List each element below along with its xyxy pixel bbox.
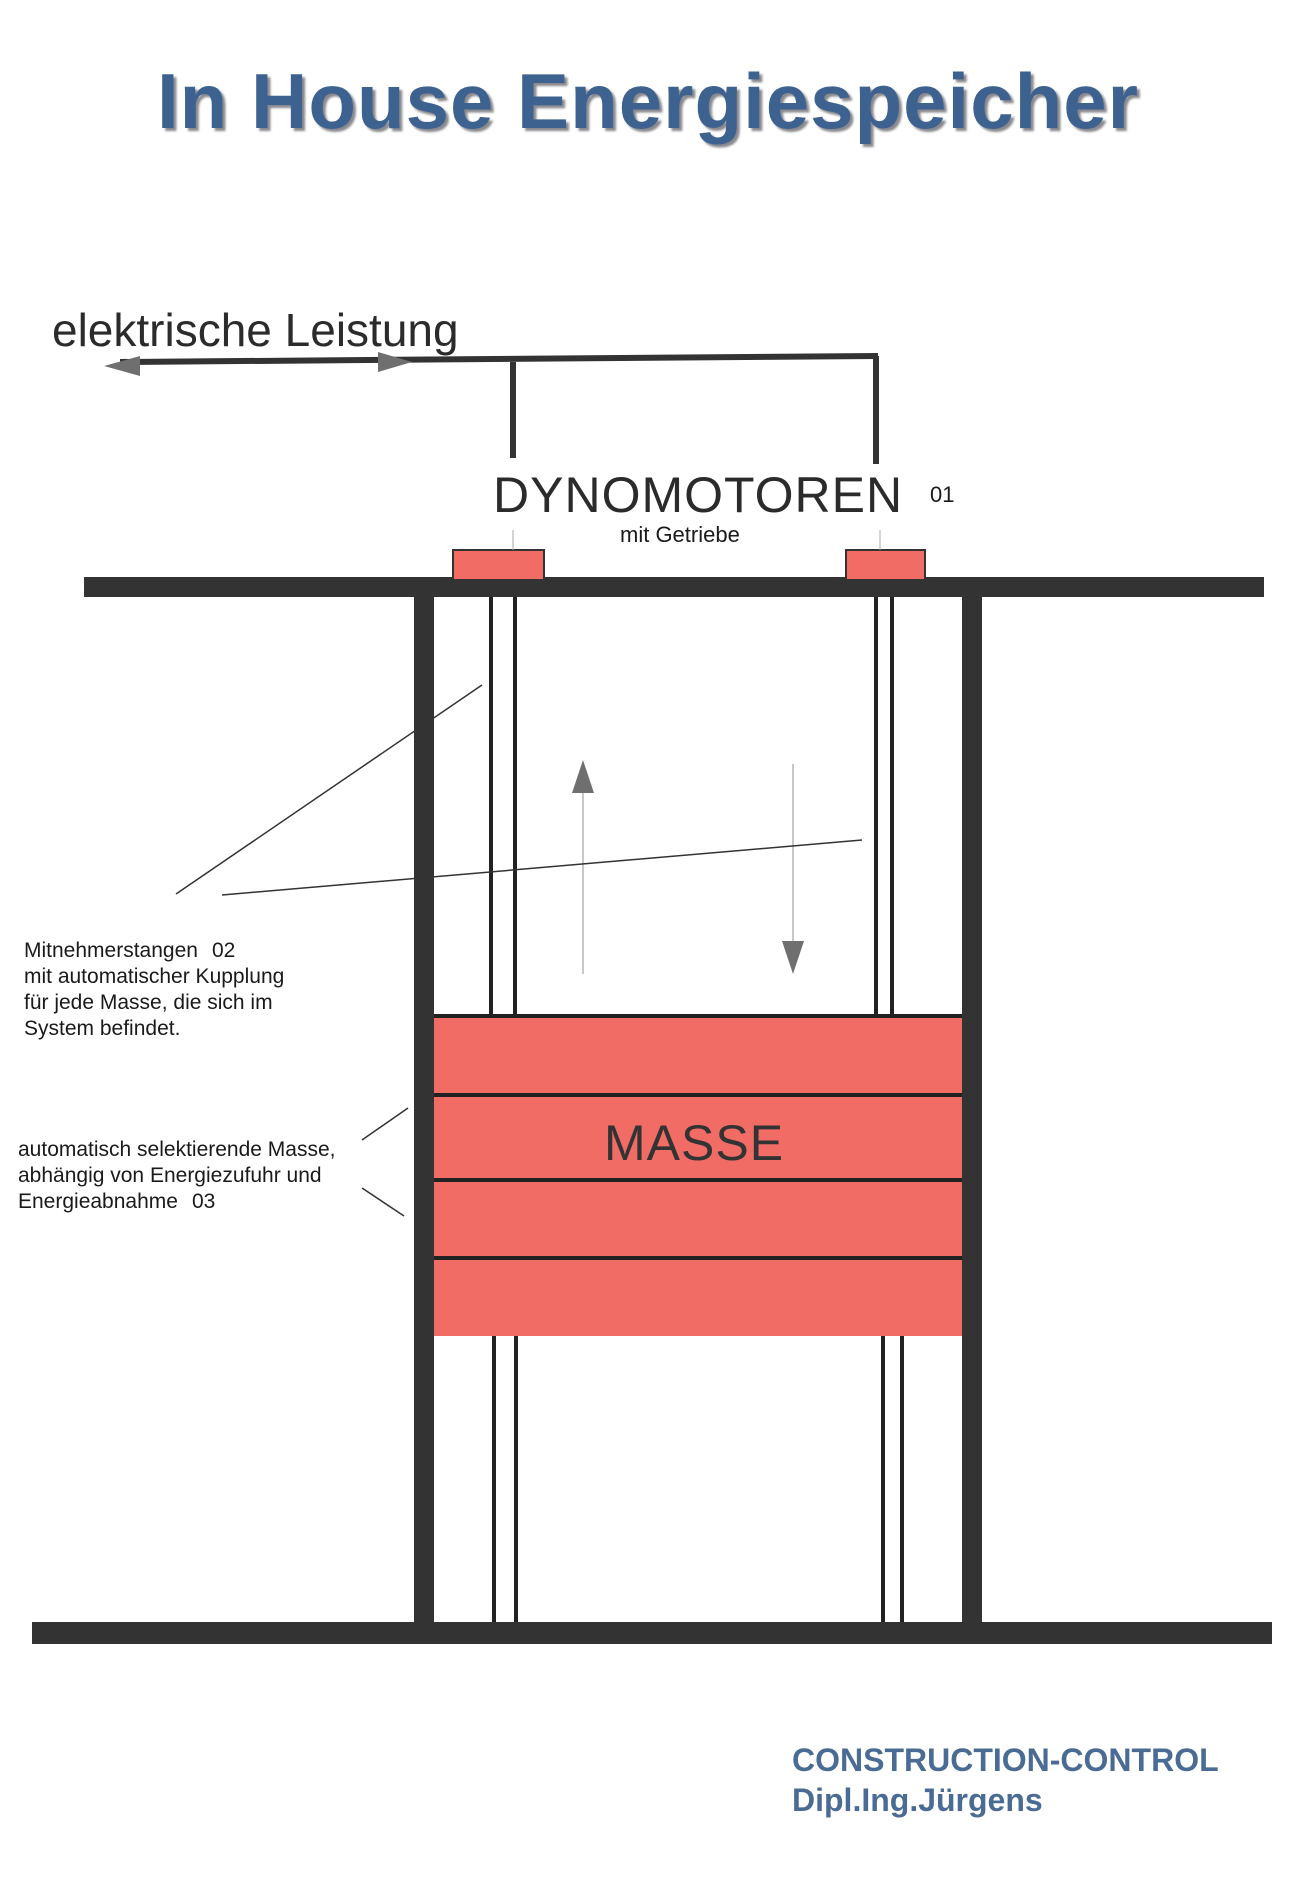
mass-block (434, 1014, 962, 1336)
dyno-number: 01 (930, 482, 955, 507)
mass-note-line: abhängig von Energiezufuhr und (18, 1164, 322, 1187)
page-title: In House Energiespeicher (157, 57, 1139, 145)
arrow-down-icon (782, 764, 804, 974)
bottom-beam (32, 1622, 1272, 1644)
coupling-rods-lower (492, 1336, 904, 1622)
motor-right (845, 549, 926, 581)
mass-note-line: automatisch selektierende Masse, (18, 1138, 336, 1161)
leader-lines (175, 684, 863, 1217)
rods-note-line: Mitnehmerstangen (24, 939, 198, 962)
rods-note-line: mit automatischer Kupplung (24, 965, 285, 988)
rods-note-line: System befindet. (24, 1017, 181, 1040)
footer-author: Dipl.Ing.Jürgens (792, 1782, 1043, 1818)
mass-note: automatisch selektierende Masse, abhängi… (18, 1137, 336, 1215)
coupling-rods-upper (489, 597, 894, 1016)
arrow-left-icon (104, 356, 140, 376)
left-column (414, 597, 434, 1623)
dyno-sub-label: mit Getriebe (620, 522, 740, 547)
right-column (962, 597, 982, 1623)
electric-power-label: elektrische Leistung (52, 304, 459, 356)
mass-note-number: 03 (191, 1190, 216, 1213)
arrow-right-icon (378, 352, 412, 372)
mass-label: MASSE (604, 1115, 785, 1171)
mass-note-line: Energieabnahme (18, 1190, 178, 1213)
rods-note: Mitnehmerstangen 02 mit automatischer Kup… (24, 938, 284, 1042)
top-beam (84, 577, 1264, 597)
footer: CONSTRUCTION-CONTROL Dipl.Ing.Jürgens (792, 1740, 1219, 1820)
power-line (104, 352, 879, 464)
arrow-up-icon (572, 760, 594, 974)
rods-note-number: 02 (211, 939, 236, 962)
motor-left (452, 549, 545, 581)
rods-note-line: für jede Masse, die sich im (24, 991, 273, 1014)
footer-company: CONSTRUCTION-CONTROL (792, 1742, 1219, 1778)
dyno-motors-label: DYNOMOTOREN (493, 467, 904, 523)
